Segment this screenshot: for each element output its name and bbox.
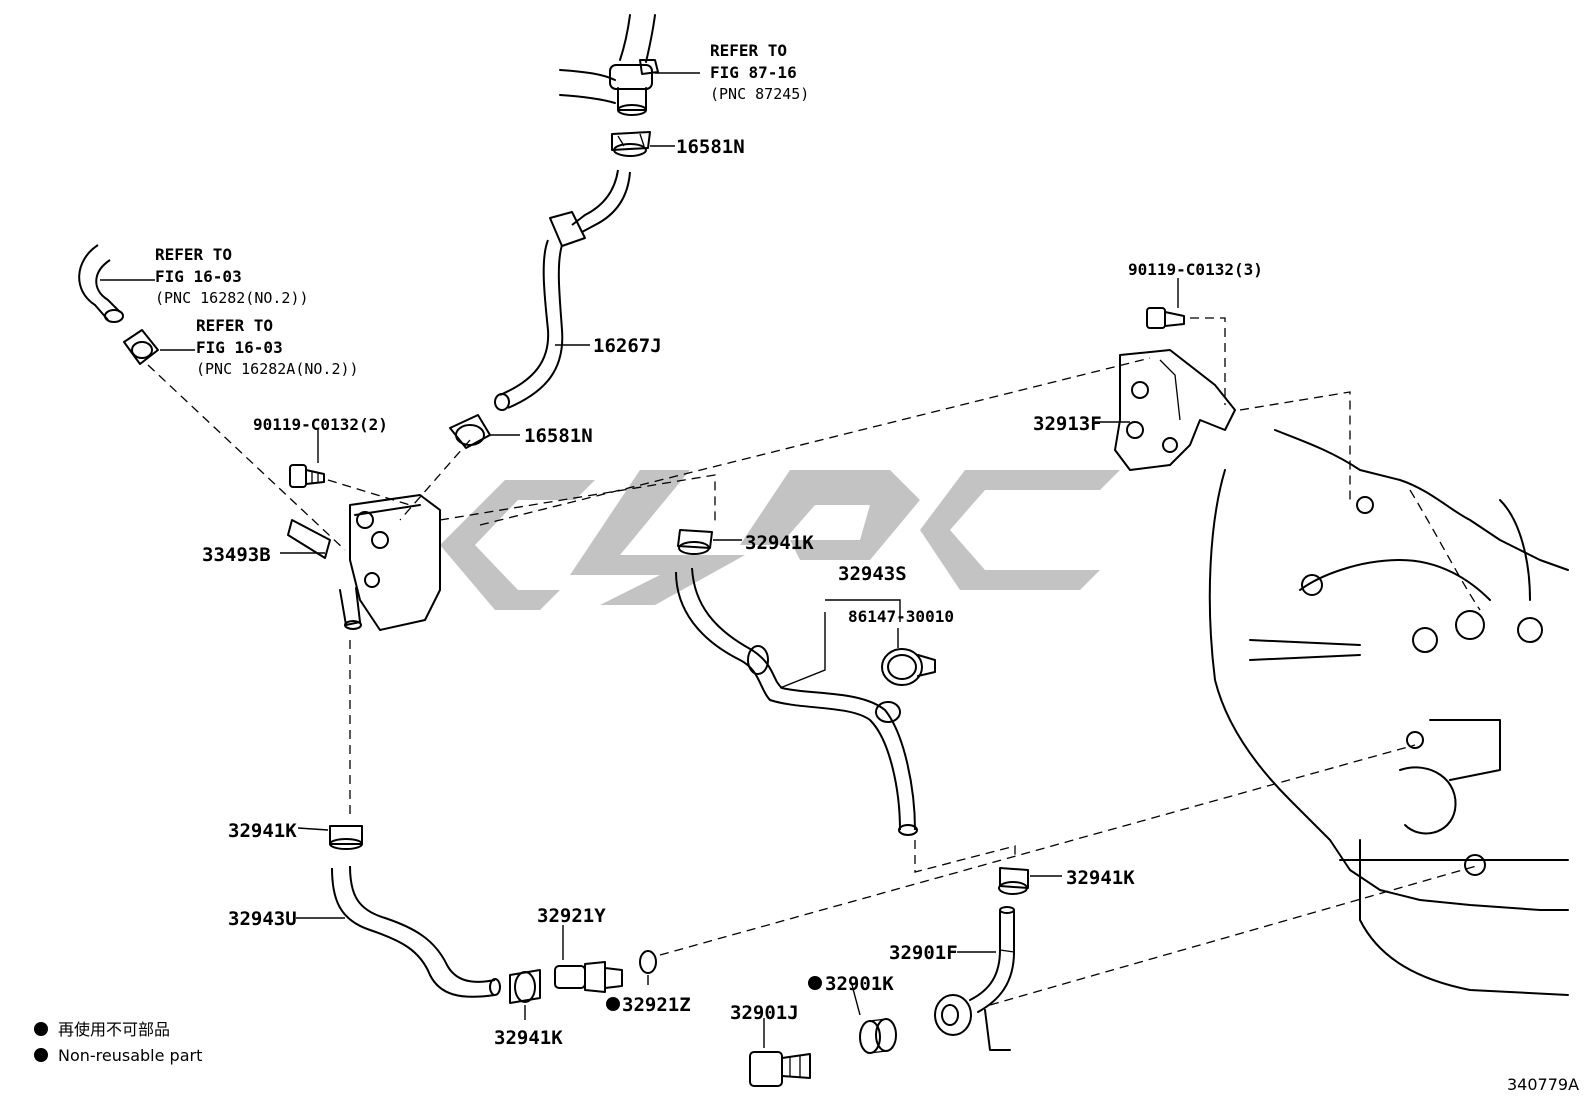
label-16267j: 16267J <box>593 335 662 357</box>
label-90119-3: 90119-C0132(3) <box>1128 260 1263 279</box>
non-reusable-dot-32901k <box>808 976 822 990</box>
hose-16267j <box>494 169 631 411</box>
label-90119-2: 90119-C0132(2) <box>253 415 388 434</box>
washer-32901k <box>859 1018 897 1054</box>
label-32901j: 32901J <box>730 1002 799 1024</box>
figure-id: 340779A <box>1507 1075 1579 1094</box>
fitting-32921y <box>554 961 623 993</box>
left-hose-refer <box>78 244 159 365</box>
refer-top-line2: FIG 87-16 <box>710 63 797 82</box>
legend-line1: 再使用不可部品 <box>58 1020 170 1039</box>
refer-top-line3: (PNC 87245) <box>710 85 809 103</box>
label-16581n-top: 16581N <box>676 136 745 158</box>
oil-cooler-33493b <box>287 494 441 631</box>
clamp-32941k-a <box>677 529 713 555</box>
label-86147: 86147-30010 <box>848 607 954 626</box>
refer-left2-line2: FIG 16-03 <box>196 338 283 357</box>
label-32921z: 32921Z <box>622 994 691 1016</box>
refer-left1-line2: FIG 16-03 <box>155 267 242 286</box>
label-32941k-a: 32941K <box>745 532 814 554</box>
bolt-90119-2 <box>289 464 325 488</box>
label-32901f: 32901F <box>889 942 958 964</box>
label-32921y: 32921Y <box>537 905 606 927</box>
watermark-logo <box>440 470 1120 610</box>
dashed-guides <box>147 317 1481 1006</box>
legend: 再使用不可部品 Non-reusable part <box>34 1020 202 1065</box>
clamp-86147 <box>881 648 936 686</box>
bracket-32913f <box>1114 349 1236 471</box>
bolt-32901j <box>749 1051 811 1087</box>
refer-note-left1: REFER TO FIG 16-03 (PNC 16282(NO.2)) <box>155 245 309 307</box>
hose-32943u <box>331 865 501 998</box>
refer-left2-line1: REFER TO <box>196 316 273 335</box>
label-32941k-d: 32941K <box>1066 867 1135 889</box>
refer-note-left2: REFER TO FIG 16-03 (PNC 16282A(NO.2)) <box>196 316 359 378</box>
refer-left2-line3: (PNC 16282A(NO.2)) <box>196 360 359 378</box>
leader-lines <box>100 72 1179 1048</box>
legend-dot-2 <box>34 1048 48 1062</box>
label-32943s: 32943S <box>838 563 907 585</box>
refer-left1-line1: REFER TO <box>155 245 232 264</box>
label-32901k: 32901K <box>825 973 894 995</box>
label-32941k-c: 32941K <box>494 1027 563 1049</box>
legend-line2: Non-reusable part <box>58 1046 202 1065</box>
clamp-32941k-d <box>998 867 1029 895</box>
clamp-32941k-b <box>329 825 363 850</box>
transmission-case <box>1208 429 1569 996</box>
refer-left1-line3: (PNC 16282(NO.2)) <box>155 289 309 307</box>
bolt-90119-3 <box>1146 307 1185 329</box>
upper-hose-connector <box>559 14 659 116</box>
clamp-16581n-top <box>611 131 651 157</box>
refer-top-line1: REFER TO <box>710 41 787 60</box>
clamp-32941k-c <box>509 969 541 1004</box>
pipe-32901f <box>934 906 1015 1051</box>
clamp-16581n-mid <box>449 414 491 449</box>
legend-dot-1 <box>34 1022 48 1036</box>
label-32913f: 32913F <box>1033 413 1102 435</box>
refer-note-top: REFER TO FIG 87-16 (PNC 87245) <box>710 41 809 103</box>
hose-32943s <box>675 567 918 836</box>
label-33493b: 33493B <box>202 544 271 566</box>
gasket-32921z <box>639 950 657 974</box>
label-32941k-b: 32941K <box>228 820 297 842</box>
label-16581n-mid: 16581N <box>524 425 593 447</box>
label-32943u: 32943U <box>228 908 297 930</box>
non-reusable-dot-32921z <box>606 997 620 1011</box>
